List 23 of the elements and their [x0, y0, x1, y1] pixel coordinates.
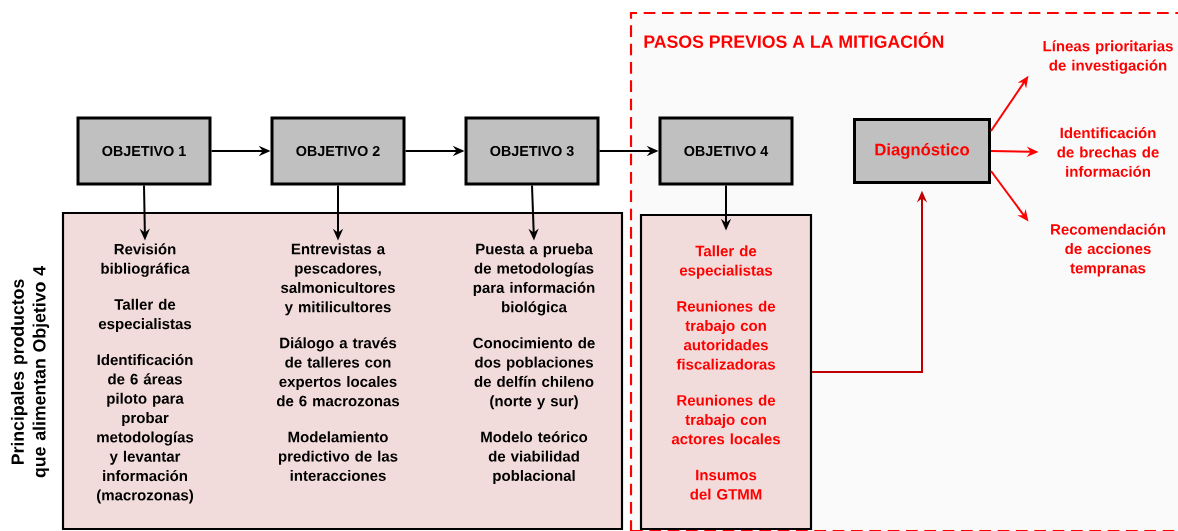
product-text: Conocimiento de dos poblaciones de delfín chileno (norte y sur) — [473, 337, 595, 410]
objective-box: OBJETIVO 3 — [464, 116, 600, 186]
product-text: Modelamiento predictivo de las interacciones — [279, 431, 398, 481]
product-text: Entrevistas a pescadores, salmonicultores y mitilicultores — [281, 243, 395, 316]
objective-box: OBJETIVO 2 — [270, 116, 406, 186]
product-text: Reuniones de trabajo con actores locales — [671, 394, 780, 445]
product-text: Puesta a prueba de metodologías para información biológica — [473, 243, 595, 316]
product-text: Reuniones de trabajo con autoridades fiscalizadoras — [676, 300, 776, 370]
product-text: Diálogo a través de talleres con expertos locales de 6 macrozonas — [276, 337, 400, 407]
product-text: Modelo teórico de viabilidad poblacional — [481, 431, 588, 484]
outcome-text: Identificación de brechas de información — [1057, 127, 1159, 177]
product-text: Taller de especialistas — [679, 245, 773, 279]
products-panel — [639, 213, 813, 531]
product-text: Taller de especialistas — [98, 298, 192, 333]
objective-box: OBJETIVO 4 — [658, 116, 794, 186]
product-text: Revisión bibliográfica — [101, 243, 190, 277]
product-text: Insumos del GTMM — [690, 469, 762, 500]
side-label: Principales productos que alimentan Objetivo 4 — [10, 266, 50, 478]
outcome-text: Líneas prioritarias de investigación — [1043, 40, 1173, 74]
diagnosis-box: Diagnóstico — [853, 118, 991, 184]
outcome-text: Recomendación de acciones tempranas — [1051, 223, 1165, 277]
product-text: Identificación de 6 áreas piloto para probar metodologías y levantar información (macrozonas) — [97, 354, 194, 504]
objective-box: OBJETIVO 1 — [76, 116, 212, 186]
